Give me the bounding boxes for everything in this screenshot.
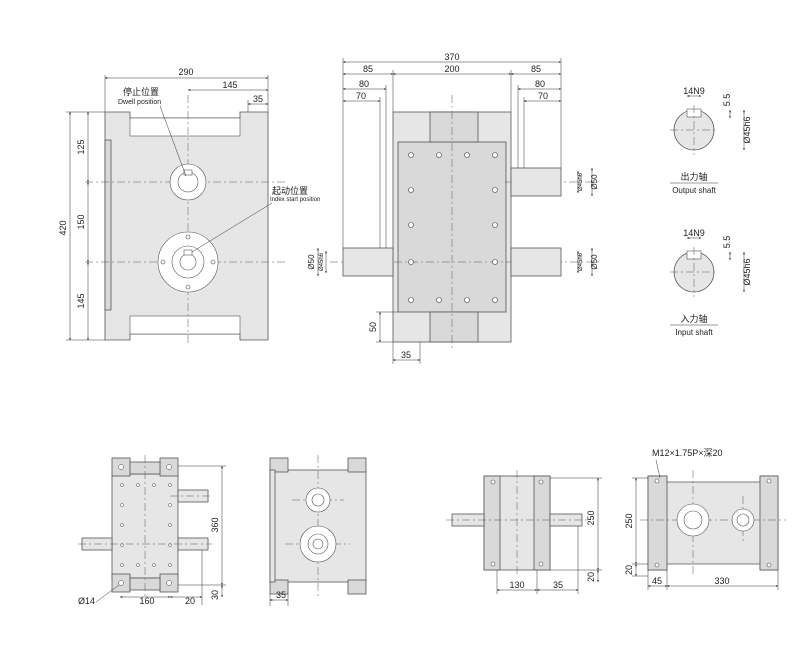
dim-in-fit: Ø45h6 — [319, 252, 325, 271]
b4-dim-330: 330 — [714, 576, 729, 586]
output-shaft-en: Output shaft — [672, 186, 716, 195]
dim-in-dia: Ø50 — [307, 254, 316, 270]
b4-dim-250: 250 — [624, 513, 634, 528]
b1-dim-20: 20 — [185, 596, 195, 606]
b3-dim-250: 250 — [586, 510, 596, 525]
dim-80-left: 80 — [359, 79, 369, 89]
b1-dim-160: 160 — [139, 596, 154, 606]
out-fit: Ø45h6 — [742, 116, 752, 143]
out-keyway: 14N9 — [683, 86, 705, 96]
dim-370: 370 — [444, 52, 459, 62]
b4-dim-20: 20 — [624, 565, 634, 575]
dim-out-fit-bot: Ø45h6 — [578, 252, 584, 271]
front-bottom-slot — [129, 315, 241, 335]
b1-dim-360: 360 — [210, 517, 220, 532]
front-side-plate — [104, 139, 112, 311]
out-depth: 5.5 — [722, 94, 732, 107]
side-output-shaft-bottom — [510, 247, 562, 277]
in-keyway: 14N9 — [683, 228, 705, 238]
dim-80-right: 80 — [535, 79, 545, 89]
input-shaft-en: Input shaft — [675, 328, 713, 337]
dim-out-dia-bot: Ø50 — [590, 254, 599, 270]
in-depth: 5.5 — [722, 236, 732, 249]
dwell-label-en: Dwell position — [118, 99, 161, 106]
dim-145-top: 145 — [222, 80, 237, 90]
dim-out-fit-top: Ø45h6 — [578, 172, 584, 191]
dim-35-top: 35 — [253, 94, 263, 104]
b1-dim-30: 30 — [210, 590, 220, 600]
bottom-view-1: 360 30 160 20 Ø14 — [78, 455, 226, 606]
dim-150: 150 — [76, 214, 86, 229]
dim-foot-35: 35 — [401, 350, 411, 360]
side-output-shaft-top — [510, 167, 562, 197]
b1-dim-hole: Ø14 — [78, 596, 95, 606]
front-view: 290 145 35 420 125 150 145 停止位置 Dwell po… — [58, 67, 320, 345]
b4-thread: M12×1.75P×深20 — [652, 448, 723, 458]
in-fit: Ø45h6 — [742, 258, 752, 285]
dim-70-right: 70 — [538, 91, 548, 101]
dim-70-left: 70 — [356, 91, 366, 101]
side-view: 370 85 200 85 80 70 80 70 Ø50 Ø45h6 Ø45h… — [307, 52, 600, 364]
dim-200: 200 — [444, 64, 459, 74]
dim-125: 125 — [76, 139, 86, 154]
b3-dim-20: 20 — [586, 572, 596, 582]
dwell-label-cn: 停止位置 — [123, 86, 159, 98]
b3-dim-35: 35 — [553, 580, 563, 590]
b2-dim-35: 35 — [276, 590, 286, 600]
dim-out-dia-top: Ø50 — [590, 174, 599, 190]
output-shaft-section: 14N9 5.5 Ø45h6 出力轴 Output shaft — [670, 86, 752, 195]
index-shaft — [157, 231, 219, 293]
side-input-shaft — [342, 247, 394, 277]
dim-290: 290 — [178, 67, 193, 77]
front-housing — [104, 111, 269, 341]
b3-dim-130: 130 — [509, 580, 524, 590]
bottom-view-4: M12×1.75P×深20 250 20 45 330 — [624, 448, 786, 590]
input-shaft-cn: 入力轴 — [680, 313, 707, 325]
bottom-view-2: 35 — [269, 455, 367, 606]
dim-85-right: 85 — [531, 64, 541, 74]
dim-145-left: 145 — [76, 293, 86, 308]
index-label-cn: 起动位置 — [272, 185, 308, 197]
index-label-en: Index start position — [270, 197, 320, 203]
b4-dim-45: 45 — [652, 576, 662, 586]
output-shaft-cn: 出力轴 — [680, 171, 707, 183]
dim-foot-50: 50 — [368, 322, 378, 332]
dim-85-left: 85 — [363, 64, 373, 74]
dim-420: 420 — [58, 220, 68, 235]
dwell-shaft — [169, 163, 207, 201]
bottom-view-3: 250 20 130 35 — [446, 470, 602, 594]
input-shaft-section: 14N9 5.5 Ø45h6 入力轴 Input shaft — [670, 228, 752, 337]
front-top-slot — [129, 117, 241, 137]
